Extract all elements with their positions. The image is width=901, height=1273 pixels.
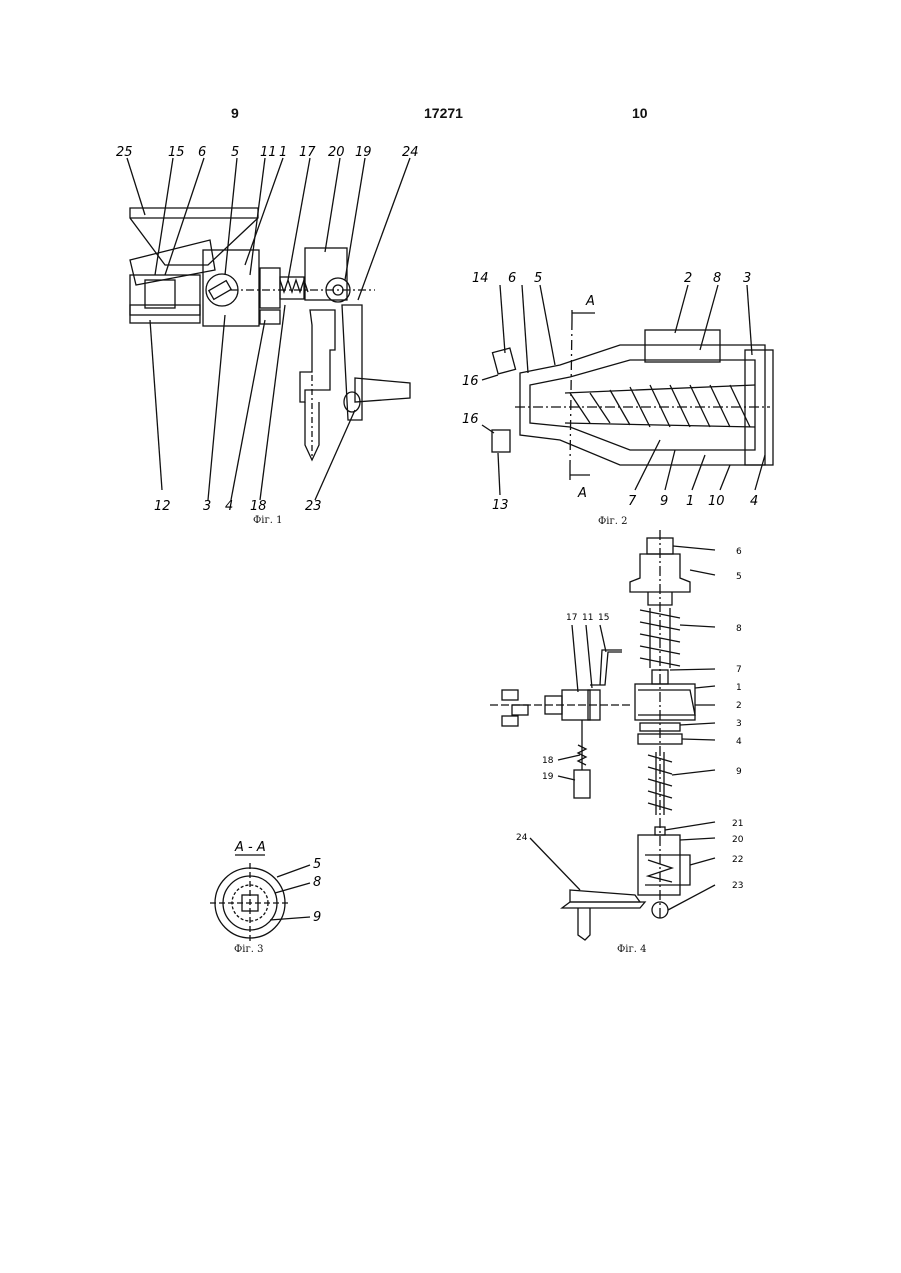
fig1-label: 4: [225, 499, 233, 514]
fig2-label: 1: [686, 494, 694, 509]
fig2-label: 8: [713, 271, 721, 286]
fig1-label: 1: [279, 145, 287, 160]
fig1-label: 25: [116, 145, 133, 160]
fig2-label: 14: [472, 271, 489, 286]
figure-4-caption: Фіг. 4: [617, 944, 646, 955]
figure-1-caption: Фіг. 1: [253, 515, 282, 526]
right-page-number: 10: [632, 105, 648, 121]
fig4-label: 15: [598, 613, 609, 623]
figure-3-labels: A - A 5 8 9: [205, 835, 335, 945]
fig4-label: 23: [732, 881, 743, 891]
fig2-label: A: [577, 486, 587, 501]
fig4-label: 8: [736, 624, 742, 634]
fig2-label: 16: [462, 412, 479, 427]
fig1-label: 24: [402, 145, 419, 160]
fig4-label: 4: [736, 737, 742, 747]
figure-2-caption: Фіг. 2: [598, 516, 627, 527]
fig4-label: 7: [736, 665, 742, 675]
fig1-label: 12: [154, 499, 171, 514]
fig4-label: 20: [732, 835, 744, 845]
fig2-label: A: [585, 294, 595, 309]
fig3-label: 9: [313, 910, 321, 925]
fig4-label: 18: [542, 756, 554, 766]
fig3-label: 5: [313, 857, 321, 872]
fig4-label: 21: [732, 819, 743, 829]
fig4-label: 19: [542, 772, 554, 782]
fig3-label: 8: [313, 875, 321, 890]
fig2-label: 3: [743, 271, 751, 286]
document-number: 17271: [424, 105, 463, 121]
fig2-label: 16: [462, 374, 479, 389]
fig2-label: 4: [750, 494, 758, 509]
left-page-number: 9: [231, 105, 239, 121]
fig3-section-label: A - A: [234, 840, 266, 855]
fig1-label: 20: [328, 145, 345, 160]
fig4-label: 5: [736, 572, 742, 582]
fig4-label: 2: [736, 701, 742, 711]
fig4-label: 17: [566, 613, 577, 623]
fig1-label: 5: [231, 145, 239, 160]
figure-1-labels: 25 15 6 5 11 1 17 20 19 24 12 3 4 18 23: [100, 140, 430, 515]
fig2-label: 6: [508, 271, 516, 286]
fig1-label: 3: [203, 499, 211, 514]
fig2-label: 2: [684, 271, 692, 286]
fig1-label: 11: [260, 145, 277, 160]
fig4-label: 24: [516, 833, 528, 843]
fig1-label: 18: [250, 499, 267, 514]
fig4-label: 11: [582, 613, 593, 623]
fig1-label: 19: [355, 145, 372, 160]
fig2-label: 7: [628, 494, 637, 509]
fig4-label: 3: [736, 719, 742, 729]
fig2-label: 10: [708, 494, 725, 509]
fig2-label: 5: [534, 271, 542, 286]
fig2-label: 9: [660, 494, 668, 509]
fig1-label: 23: [305, 499, 322, 514]
fig1-label: 6: [198, 145, 206, 160]
fig4-label: 6: [736, 547, 742, 557]
fig4-label: 9: [736, 767, 742, 777]
fig4-label: 22: [732, 855, 743, 865]
fig1-label: 15: [168, 145, 185, 160]
fig2-label: 13: [492, 498, 509, 513]
figure-4-labels: 6 5 8 7 1 2 3 4 9 21 20 22 23 17 11 15 1…: [490, 530, 760, 945]
fig1-label: 17: [299, 145, 316, 160]
figure-2-labels: 14 6 5 A 2 8 3 16 16 13 A 7 9 1 10 4: [460, 265, 790, 515]
fig4-label: 1: [736, 683, 742, 693]
figure-3-caption: Фіг. 3: [234, 944, 263, 955]
